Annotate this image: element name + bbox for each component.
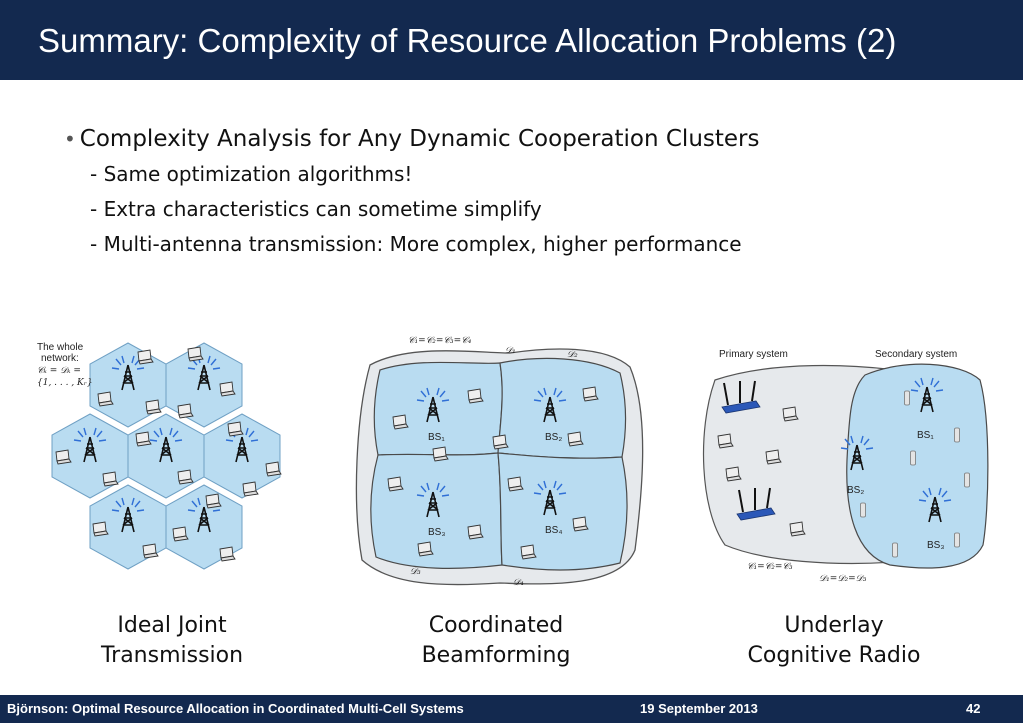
bullet-dot-icon: • [64, 127, 76, 151]
bs-label: BS₁ [917, 430, 934, 441]
bs-label: BS₃ [428, 527, 445, 538]
bullet-main-text: Complexity Analysis for Any Dynamic Coop… [79, 126, 760, 152]
joint-transmission-diagram: The whole network: 𝒞ₖ = 𝒟ₖ = {1, . . . ,… [37, 342, 282, 570]
footer-page-number: 42 [966, 701, 981, 716]
footer-date: 19 September 2013 [640, 701, 758, 716]
bullet-main: •Complexity Analysis for Any Dynamic Coo… [64, 126, 760, 162]
cluster-d4 [497, 452, 628, 571]
bullet-list: •Complexity Analysis for Any Dynamic Coo… [64, 126, 760, 267]
caption-line: Ideal Joint [117, 613, 227, 638]
cluster-d-label: 𝒟₁=𝒟₂=𝒟₃ [819, 574, 867, 584]
cognitive-radio-diagram: BS₁ BS₂ BS₃ Primary system Secondary sys… [702, 349, 989, 584]
bs-label: BS₁ [428, 432, 445, 443]
coordinated-beamforming-diagram: BS₁ BS₂ BS₃ BS₄ 𝒞₁=𝒞₂=𝒞₃=𝒞₄ 𝒟₁ 𝒟₂ 𝒟₃ 𝒟₄ [355, 336, 644, 588]
caption-line: Transmission [100, 643, 244, 668]
cluster-d2-label: 𝒟₂ [567, 350, 578, 360]
caption-line: Cognitive Radio [747, 643, 921, 668]
secondary-region [846, 363, 989, 569]
sub-bullet: - Same optimization algorithms! [90, 162, 413, 186]
cluster-d3-label: 𝒟₃ [410, 567, 421, 577]
network-note-line: 𝒞ₖ = 𝒟ₖ = [37, 366, 81, 376]
bs-label: BS₃ [927, 540, 944, 551]
network-note-line: The whole [37, 342, 84, 353]
sub-bullet: - Multi-antenna transmission: More compl… [90, 232, 742, 256]
cluster-c-label: 𝒞₁=𝒞₂=𝒞₃ [747, 562, 793, 572]
cluster-c-label: 𝒞₁=𝒞₂=𝒞₃=𝒞₄ [408, 336, 472, 346]
caption-line: Beamforming [421, 643, 571, 668]
network-note-line: network: [41, 353, 79, 364]
title-bar: Summary: Complexity of Resource Allocati… [0, 0, 1023, 80]
sub-bullet: - Extra characteristics can sometime sim… [90, 197, 542, 221]
caption-line: Underlay [784, 613, 884, 638]
cluster-d2 [497, 357, 627, 459]
cluster-d1-label: 𝒟₁ [505, 346, 516, 356]
network-note-line: {1, . . . , Kᵣ} [37, 378, 93, 388]
caption-line: Coordinated [428, 613, 564, 638]
bs-label: BS₄ [545, 525, 562, 536]
secondary-system-label: Secondary system [875, 349, 957, 360]
caption-joint: Ideal Joint Transmission [52, 611, 292, 671]
footer-author-title: Björnson: Optimal Resource Allocation in… [7, 701, 464, 716]
primary-system-label: Primary system [719, 349, 788, 360]
slide-title: Summary: Complexity of Resource Allocati… [38, 22, 897, 59]
bs-label: BS₂ [847, 485, 864, 496]
cluster-d4-label: 𝒟₄ [513, 578, 524, 588]
bs-label: BS₂ [545, 432, 562, 443]
footer-bar: Björnson: Optimal Resource Allocation in… [0, 695, 1023, 723]
caption-coordinated: Coordinated Beamforming [376, 611, 616, 671]
caption-cognitive: Underlay Cognitive Radio [714, 611, 954, 671]
